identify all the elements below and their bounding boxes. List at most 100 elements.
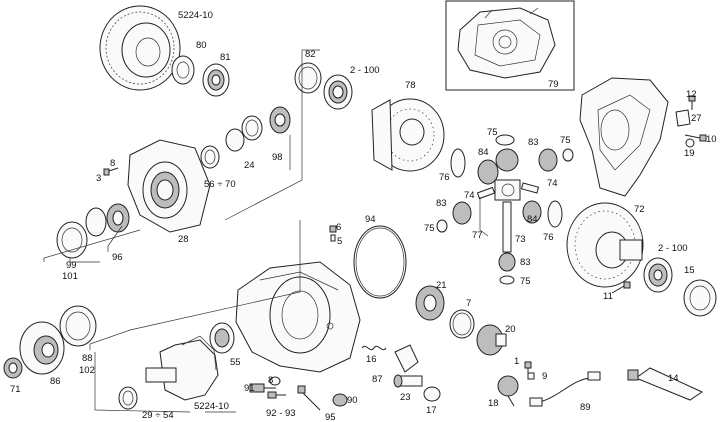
label-23: 23 xyxy=(400,392,411,403)
bracket-27 xyxy=(675,109,691,127)
shaft-23 xyxy=(393,374,423,388)
label-84b: 84 xyxy=(527,214,538,225)
diff-case-72 xyxy=(566,202,644,288)
label-ring-gear-bottom: 5224-10 xyxy=(194,401,229,412)
pinion-gear-bottom xyxy=(145,335,219,401)
bolt-95 xyxy=(297,385,321,411)
bolt-8-3 xyxy=(103,167,119,176)
label-29-54: 29 ÷ 54 xyxy=(142,410,174,421)
label-76b: 76 xyxy=(543,232,554,243)
label-99: 99 xyxy=(66,260,77,271)
seal-99 xyxy=(56,221,88,259)
label-72: 72 xyxy=(634,204,645,215)
label-10: 10 xyxy=(706,134,717,145)
spring-16 xyxy=(361,345,387,351)
label-21: 21 xyxy=(436,280,447,291)
ring-nut-15 xyxy=(683,279,717,317)
label-96: 96 xyxy=(112,252,123,263)
o-ring-94 xyxy=(353,225,407,299)
bearing-81 xyxy=(202,63,230,97)
tube-14 xyxy=(627,367,704,401)
breather-6-5 xyxy=(329,225,337,242)
label-27: 27 xyxy=(691,113,702,124)
housing-cover-right xyxy=(579,77,669,197)
label-78: 78 xyxy=(405,80,416,91)
label-8-top: 8 xyxy=(110,158,115,169)
ring-between xyxy=(85,207,107,237)
gear-20 xyxy=(476,324,507,356)
label-55: 55 xyxy=(230,357,241,368)
label-9: 9 xyxy=(542,371,547,382)
label-75a: 75 xyxy=(487,127,498,138)
label-81: 81 xyxy=(220,52,231,63)
spider-gear-cluster xyxy=(436,134,574,285)
label-24: 24 xyxy=(244,160,255,171)
label-20: 20 xyxy=(505,324,516,335)
nut-71 xyxy=(3,357,23,379)
bolt-91 xyxy=(249,383,276,393)
label-ring-gear-top: 5224-10 xyxy=(178,10,213,21)
bearing-2-100-right xyxy=(643,257,673,293)
label-94: 94 xyxy=(365,214,376,225)
bolt-10 xyxy=(684,134,707,142)
label-84a: 84 xyxy=(478,147,489,158)
label-19: 19 xyxy=(684,148,695,159)
label-91: 91 xyxy=(244,383,255,394)
label-6: 6 xyxy=(336,222,341,233)
label-79: 79 xyxy=(548,79,559,90)
label-75b: 75 xyxy=(560,135,571,146)
gear-21 xyxy=(415,285,445,321)
label-11: 11 xyxy=(603,291,613,302)
label-83b: 83 xyxy=(436,198,447,209)
label-14: 14 xyxy=(668,373,679,384)
seal-88 xyxy=(59,305,97,347)
harness-89 xyxy=(529,371,601,407)
label-17: 17 xyxy=(426,405,437,416)
screw-1-9 xyxy=(524,361,535,380)
label-2-100-right: 2 - 100 xyxy=(658,243,688,254)
label-3: 3 xyxy=(96,173,101,184)
axle-flange-28 xyxy=(127,139,211,233)
label-8-bottom: 8 xyxy=(268,375,273,386)
flange-86 xyxy=(19,321,65,375)
label-1: 1 xyxy=(514,356,519,367)
label-74b: 74 xyxy=(547,178,558,189)
washer-19 xyxy=(685,138,695,148)
diff-case-78 xyxy=(371,98,445,172)
label-2-100-top: 2 - 100 xyxy=(350,65,380,76)
bearing-55 xyxy=(209,322,235,354)
inset-frame-79 xyxy=(445,0,575,91)
label-73: 73 xyxy=(515,234,526,245)
label-80: 80 xyxy=(196,40,207,51)
ring-7 xyxy=(449,309,475,339)
screw-92-93 xyxy=(267,391,286,399)
label-7: 7 xyxy=(466,298,471,309)
label-86: 86 xyxy=(50,376,61,387)
label-76a: 76 xyxy=(439,172,450,183)
bolt-12 xyxy=(688,95,696,110)
pinion-parts-group xyxy=(200,106,291,169)
label-102: 102 xyxy=(79,365,95,376)
label-77: 77 xyxy=(472,230,483,241)
bearing-2-100-top xyxy=(323,74,353,110)
part-labels: 5224-10 80 81 82 2 - 100 78 79 12 27 10 … xyxy=(10,10,717,422)
label-90: 90 xyxy=(347,395,358,406)
label-15: 15 xyxy=(684,265,695,276)
label-16: 16 xyxy=(366,354,377,365)
ring-gear-top xyxy=(99,5,181,91)
label-98: 98 xyxy=(272,152,283,163)
label-12: 12 xyxy=(686,89,697,100)
plug-90 xyxy=(332,393,348,407)
label-75c: 75 xyxy=(424,223,435,234)
label-74a: 74 xyxy=(464,190,475,201)
label-88: 88 xyxy=(82,353,93,364)
label-83a: 83 xyxy=(528,137,539,148)
bearing-96 xyxy=(106,203,130,233)
plug-17 xyxy=(423,386,441,402)
label-75d: 75 xyxy=(520,276,531,287)
bolt-11 xyxy=(611,281,631,294)
label-18: 18 xyxy=(488,398,499,409)
washer-8-bottom xyxy=(269,376,281,386)
label-101: 101 xyxy=(62,271,78,282)
